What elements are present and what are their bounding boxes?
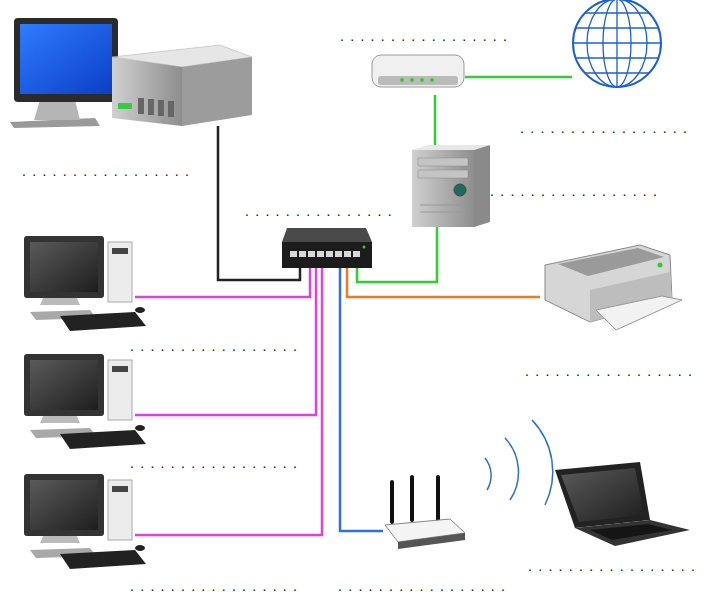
blank-label: ............... — [245, 203, 398, 219]
blank-label: ................. — [130, 455, 303, 471]
workstation: ................. — [20, 232, 135, 332]
network-cable — [465, 76, 572, 79]
network-switch: ............... — [282, 228, 372, 268]
blank-label: ................. — [340, 28, 513, 44]
network-cable — [135, 268, 322, 535]
blank-label: ................. — [130, 338, 303, 354]
blank-label: ................. — [490, 183, 663, 199]
workstation: ................. — [20, 470, 135, 570]
switch-art — [282, 228, 372, 268]
network-cable — [340, 268, 383, 531]
blank-label: ................. — [525, 363, 698, 379]
internet: ................. — [572, 0, 662, 87]
modem-art — [372, 55, 464, 87]
blank-label: ................. — [130, 578, 303, 594]
printer: ................. — [540, 245, 682, 330]
laptop-art — [555, 462, 690, 546]
wireless-waves — [485, 420, 553, 505]
blank-label: ................. — [520, 120, 693, 136]
modem: ................. — [370, 50, 465, 95]
access-point-art — [385, 477, 465, 549]
network-cable — [347, 268, 540, 297]
workstation: ................. — [20, 350, 135, 450]
internet-globe — [570, 0, 664, 87]
gateway-tower-art — [412, 145, 490, 227]
printer-art — [545, 245, 682, 330]
laptop: ................. — [545, 460, 690, 548]
server-art — [10, 18, 252, 128]
network-cable — [434, 95, 437, 145]
blank-label: ................. — [22, 163, 195, 179]
blank-label: ................. — [338, 578, 511, 594]
server: ................. — [5, 18, 255, 126]
blank-label: ................. — [528, 558, 701, 574]
access-point: ................. — [383, 476, 465, 550]
network-cable — [135, 268, 310, 297]
desktop-pc-art — [24, 236, 146, 331]
gateway-computer: ................. — [412, 145, 490, 227]
